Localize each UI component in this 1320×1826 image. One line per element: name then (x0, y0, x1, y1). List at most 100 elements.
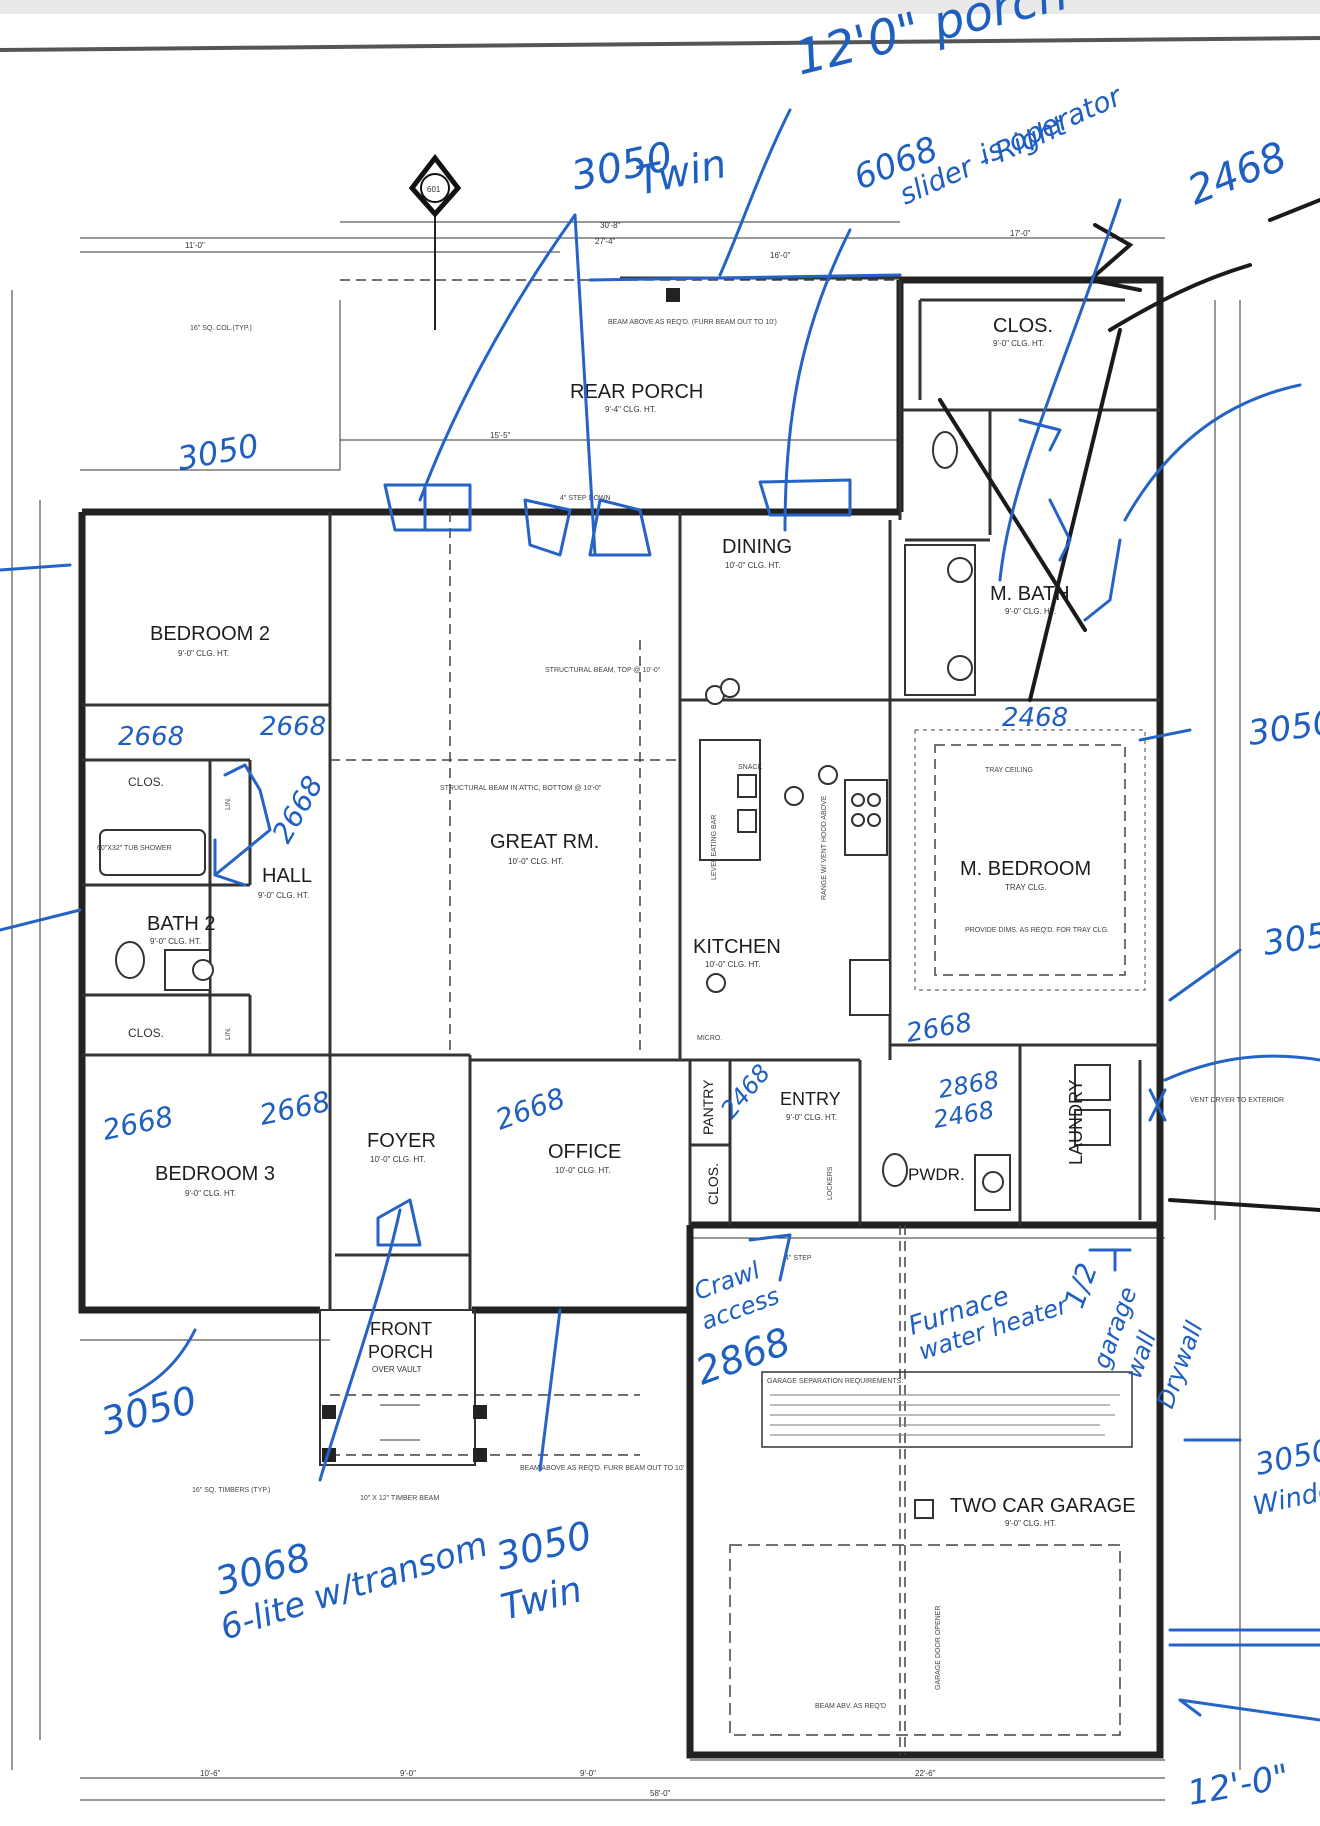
note-structural-beam-2: STRUCTURAL BEAM IN ATTIC, BOTTOM @ 10'-0… (440, 785, 602, 792)
interior-walls (82, 280, 1160, 1310)
note-columns: 16" SQ. COL.(TYP.) (190, 325, 252, 332)
room-name-hall: HALL (262, 865, 312, 887)
dryer-icon (1074, 1109, 1111, 1146)
dim-porch-width: 16'-0" (770, 251, 791, 260)
dim-top-left: 11'-0" (185, 241, 205, 250)
detail-tag-icon (818, 765, 838, 785)
main-walls (78, 276, 1164, 1759)
room-name-great-room: GREAT RM. (490, 831, 599, 853)
kitchen-sink-icon (699, 739, 761, 861)
ink-twin-front-label: Twin (497, 1569, 586, 1628)
detail-tag-icon (784, 786, 804, 806)
room-name-bedroom-3-closet: CLOS. (128, 1026, 164, 1040)
ink-2468-master-bath: 2468 (1002, 703, 1068, 733)
note-lin-1: LIN. (225, 797, 232, 810)
ink-3050-right-1: 3050 (1246, 702, 1320, 754)
room-sub-hall: 9'-0" CLG. HT. (258, 891, 309, 900)
room-sub-dining: 10'-0" CLG. HT. (725, 561, 781, 570)
room-name-master-closet: CLOS. (993, 315, 1053, 337)
dim-mid-bottom-2: 9'-0" (580, 1769, 596, 1778)
ink-2468-pantry: 2468 (715, 1059, 776, 1124)
ink-slider-operator: is operator (974, 79, 1127, 171)
room-sub-foyer: 10'-0" CLG. HT. (370, 1155, 426, 1164)
ink-2668-master-bed: 2668 (904, 1008, 974, 1049)
garage-note-block (761, 1371, 1133, 1448)
note-snack: SNACK (738, 764, 762, 771)
room-sub-bedroom-2: 9'-0" CLG. HT. (178, 649, 229, 658)
detail-tag-icon (706, 973, 726, 993)
dim-porch-inner: 15'-5" (490, 431, 511, 440)
note-tray-ceiling: TRAY CEILING (985, 767, 1033, 774)
ink-garage-depth: 12'-0" (1185, 1757, 1293, 1814)
room-sub-office: 10'-0" CLG. HT. (555, 1166, 611, 1175)
room-name-foyer: FOYER (367, 1130, 436, 1152)
ink-2668-bed3-b: 2668 (257, 1085, 334, 1132)
room-sub-great-room: 10'-0" CLG. HT. (508, 857, 564, 866)
handwriting: 12'0" porch 6068 slider - Right is opera… (97, 0, 1320, 1814)
room-sub-kitchen: 10'-0" CLG. HT. (705, 960, 761, 969)
beam-lines (330, 512, 1146, 1755)
note-beam-front: BEAM ABOVE AS REQ'D. FURR BEAM OUT TO 10… (520, 1465, 684, 1472)
ink-half-wall-1: 1/2 (1058, 1259, 1104, 1313)
ink-3050-bedroom-3: 3050 (97, 1378, 201, 1444)
ink-markups (0, 108, 1320, 1722)
ink-2668-bed3-a: 2668 (100, 1100, 177, 1147)
washer-icon (1074, 1064, 1111, 1101)
sink-bowl-icon (737, 809, 757, 833)
sink-bowl-icon (737, 774, 757, 798)
room-sub-bath-2: 9'-0" CLG. HT. (150, 937, 201, 946)
note-beam-rear: BEAM ABOVE AS REQ'D. (FURR BEAM OUT TO 1… (608, 319, 777, 326)
room-name-dining: DINING (722, 536, 792, 558)
room-sub-master-bath: 9'-0" CLG. HT. (1005, 607, 1056, 616)
dim-top-overall: 30'-8" (600, 221, 621, 230)
room-name-bedroom-3: BEDROOM 3 (155, 1163, 275, 1185)
detail-tag-icon (720, 678, 740, 698)
note-garage-door-opener: GARAGE DOOR OPENER (935, 1606, 942, 1690)
note-level-bar: LEVEL EATING BAR (711, 815, 718, 880)
room-sub-garage: 9'-0" CLG. HT. (1005, 1519, 1056, 1528)
dim-mid-bottom-1: 9'-0" (400, 1769, 416, 1778)
dimension-text: 11'-0" 30'-8" 27'-4" 17'-0" 16'-0" 15'-5… (185, 221, 1031, 1798)
marker-strokes (938, 198, 1320, 1212)
room-name-entry-closet: CLOS. (705, 1163, 721, 1205)
room-name-bath-2: BATH 2 (147, 913, 216, 935)
sink-bowl-icon (947, 655, 973, 681)
note-provide-dims: PROVIDE DIMS. AS REQ'D. FOR TRAY CLG. (965, 927, 1109, 934)
dim-left-bottom: 10'-6" (200, 1769, 221, 1778)
room-name-entry: ENTRY (780, 1089, 841, 1109)
dim-top-right: 17'-0" (1010, 229, 1031, 238)
dim-garage-bottom: 22'-6" (915, 1769, 936, 1778)
ink-2668-bed2-b: 2668 (260, 712, 326, 742)
note-micro: MICRO. (697, 1035, 722, 1042)
scan-top-strip (0, 0, 1320, 14)
fixtures (99, 431, 1111, 1519)
room-name-master-bath: M. BATH (990, 583, 1070, 605)
elevation-tag-number: 601 (427, 185, 441, 194)
note-step-down: 4" STEP DOWN (560, 495, 611, 502)
bathtub-icon (99, 829, 206, 876)
note-lin-2: LIN. (225, 1027, 232, 1040)
sink-bowl-icon (947, 557, 973, 583)
ink-twin-front-size: 3050 (492, 1513, 596, 1579)
room-sub-master-closet: 9'-0" CLG. HT. (993, 339, 1044, 348)
note-structural-beam-1: STRUCTURAL BEAM, TOP @ 10'-0" (545, 667, 661, 674)
burner-icon (867, 793, 881, 807)
burner-icon (851, 813, 865, 827)
front-porch (319, 1309, 487, 1466)
dim-overall-bottom: 58'-0" (650, 1789, 671, 1798)
plan-notes: LIN. LIN. MICRO. LOCKERS SNACK LEVEL EAT… (97, 319, 1284, 1710)
room-sub-entry: 9'-0" CLG. HT. (786, 1113, 837, 1122)
note-timbers: 16" SQ. TIMBERS (TYP.) (192, 1487, 270, 1494)
room-name-hall-closet: CLOS. (128, 775, 164, 789)
note-beam-garage: BEAM ABV. AS REQ'D (815, 1703, 886, 1710)
dim-top-mid: 27'-4" (595, 237, 616, 246)
room-name-laundry: LAUNDRY (1066, 1079, 1086, 1165)
room-name-garage: TWO CAR GARAGE (950, 1495, 1136, 1517)
room-name-front-porch-line2: PORCH (368, 1342, 433, 1362)
room-name-pantry: PANTRY (700, 1079, 716, 1135)
room-name-front-porch-line1: FRONT (370, 1319, 432, 1339)
toilet-icon (882, 1153, 908, 1187)
room-sub-master-bedroom: TRAY CLG. (1005, 883, 1047, 892)
room-name-bedroom-2: BEDROOM 2 (150, 623, 270, 645)
